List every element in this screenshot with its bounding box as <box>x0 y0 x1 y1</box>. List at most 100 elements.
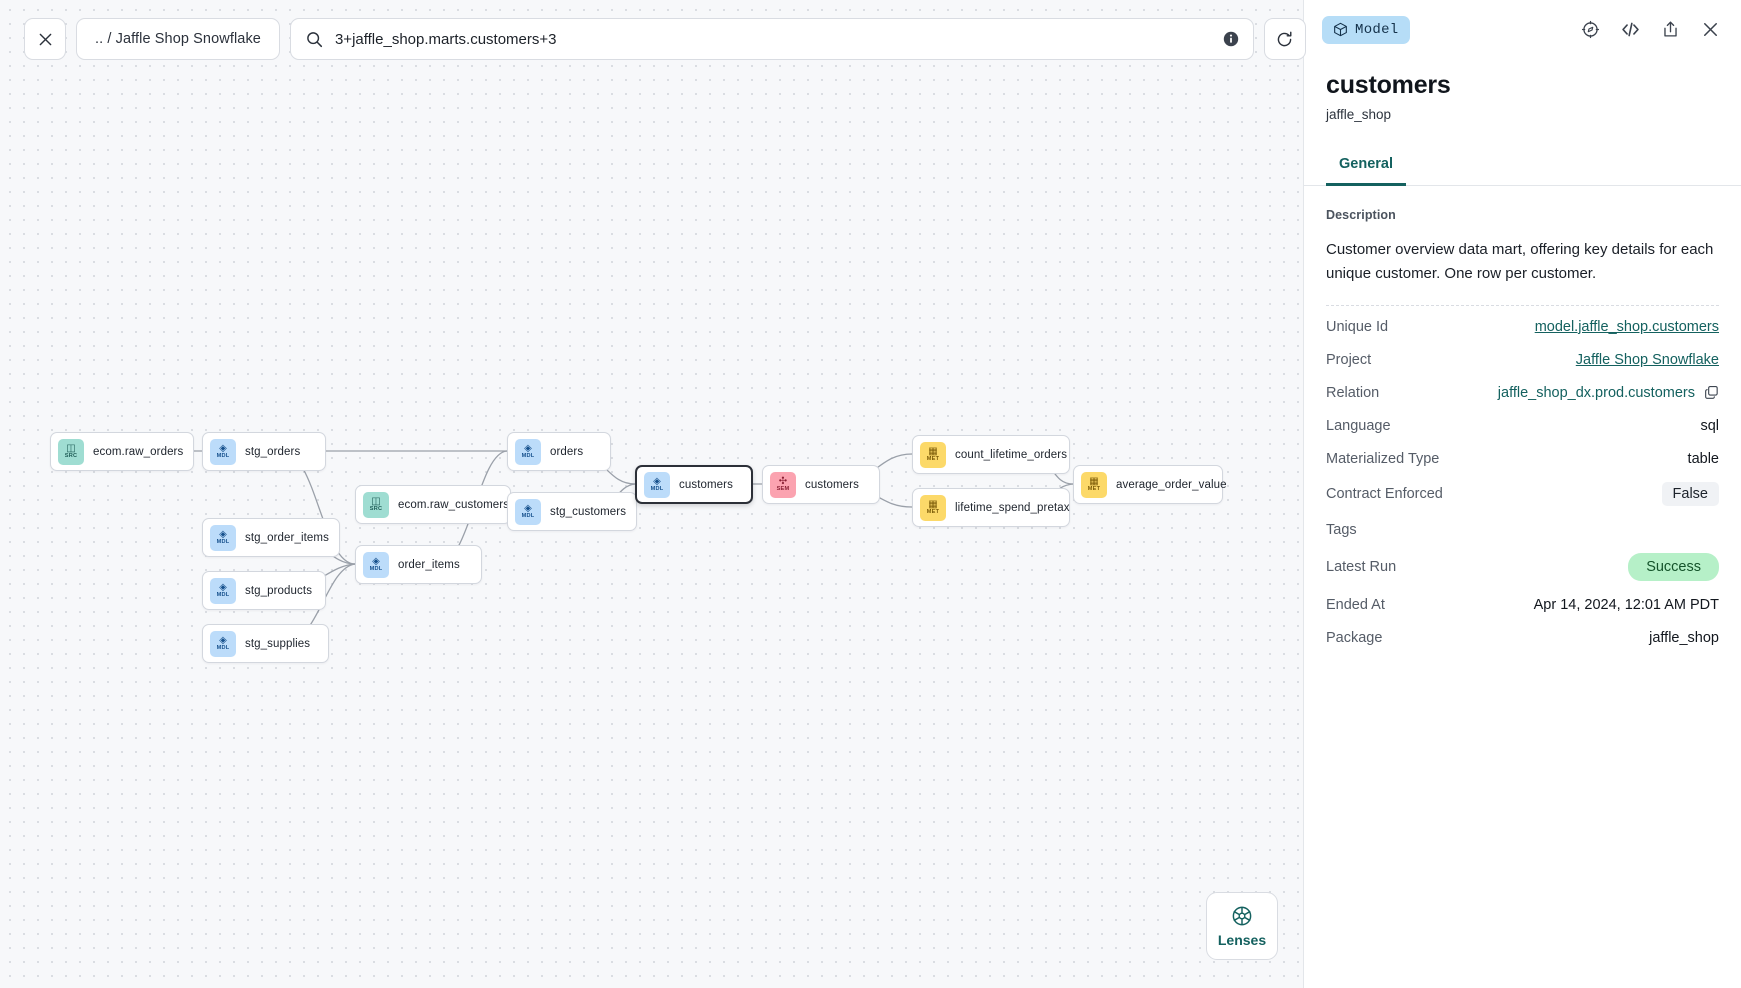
detail-row-value[interactable]: Jaffle Shop Snowflake <box>1575 351 1719 368</box>
node-type-badge-sem-icon: ✣SEM <box>770 471 796 498</box>
close-lineage-button[interactable] <box>24 18 66 60</box>
detail-row: Materialized Type table <box>1326 442 1719 475</box>
lenses-button[interactable]: Lenses <box>1206 892 1278 960</box>
node-type-badge-mdl-icon: ◈MDL <box>363 551 389 578</box>
lineage-node[interactable]: ◈MDL orders <box>507 432 611 471</box>
detail-row-key: Relation <box>1326 384 1380 401</box>
explore-button[interactable] <box>1575 15 1605 45</box>
lineage-node[interactable]: ◫SRC ecom.raw_orders <box>50 432 194 471</box>
detail-row-value: Apr 14, 2024, 12:01 AM PDT <box>1533 596 1719 613</box>
close-icon <box>39 33 51 45</box>
page-title: customers <box>1326 71 1451 99</box>
detail-row: Relation jaffle_shop_dx.prod.customers <box>1326 376 1719 409</box>
close-panel-button[interactable] <box>1695 15 1725 45</box>
detail-row: Tags <box>1326 513 1719 546</box>
node-label: order_items <box>398 558 460 571</box>
detail-row-value-wrap: sql <box>1700 418 1719 434</box>
detail-row: Package jaffle_shop <box>1326 621 1719 654</box>
node-type-label: Model <box>1355 21 1399 38</box>
node-type-badge-mdl-icon: ◈MDL <box>210 438 236 465</box>
node-label: stg_order_items <box>245 531 329 544</box>
aperture-icon <box>1232 906 1252 925</box>
lineage-node[interactable]: ◫SRC ecom.raw_customers <box>355 485 511 524</box>
node-label: ecom.raw_orders <box>93 445 184 458</box>
detail-row-key: Language <box>1326 417 1391 434</box>
panel-toolbar: Model <box>1304 0 1741 59</box>
node-label: count_lifetime_orders <box>955 448 1068 461</box>
node-type-badge-mdl-icon: ◈MDL <box>515 438 541 465</box>
detail-row-value-wrap: model.jaffle_shop.customers <box>1535 319 1719 335</box>
detail-row-value-wrap: Success <box>1628 553 1719 582</box>
canvas-toolbar: .. / Jaffle Shop Snowflake <box>24 18 1306 60</box>
node-label: stg_customers <box>550 505 627 518</box>
detail-row-value: jaffle_shop <box>1649 629 1719 646</box>
node-type-badge-src-icon: ◫SRC <box>363 491 389 518</box>
refresh-icon <box>1278 31 1292 46</box>
detail-row-value: sql <box>1700 417 1719 434</box>
lineage-node[interactable]: ◈MDL stg_orders <box>202 432 326 471</box>
share-button[interactable] <box>1655 15 1685 45</box>
node-label: stg_orders <box>245 445 301 458</box>
page-subtitle: jaffle_shop <box>1326 107 1392 122</box>
node-label: customers <box>805 478 859 491</box>
cube-icon <box>1334 22 1347 37</box>
detail-row-value-wrap: False <box>1661 482 1719 507</box>
detail-row-key: Ended At <box>1326 596 1385 613</box>
breadcrumb-label: .. / Jaffle Shop Snowflake <box>95 31 261 47</box>
refresh-button[interactable] <box>1263 18 1306 60</box>
detail-row-value[interactable]: jaffle_shop_dx.prod.customers <box>1497 384 1695 401</box>
lineage-node[interactable]: ◈MDL order_items <box>355 545 482 584</box>
detail-row-value: table <box>1687 450 1719 467</box>
lineage-node[interactable]: ✣SEM customers <box>762 465 880 504</box>
detail-row-value[interactable]: model.jaffle_shop.customers <box>1534 318 1719 335</box>
tab-general[interactable]: General <box>1326 147 1406 186</box>
node-label: lifetime_spend_pretax <box>955 501 1070 514</box>
detail-row-value-wrap: Apr 14, 2024, 12:01 AM PDT <box>1534 597 1719 613</box>
lineage-search[interactable] <box>289 18 1254 60</box>
detail-row-key: Package <box>1326 629 1383 646</box>
status-badge: Success <box>1628 553 1719 582</box>
detail-row-value-wrap: jaffle_shop <box>1649 630 1719 646</box>
node-label: average_order_value <box>1116 478 1227 491</box>
lenses-label: Lenses <box>1217 931 1267 948</box>
share-icon <box>1663 21 1677 37</box>
detail-row-key: Materialized Type <box>1326 450 1440 467</box>
view-code-button[interactable] <box>1615 15 1645 45</box>
search-icon <box>306 31 323 48</box>
breadcrumb-button[interactable]: .. / Jaffle Shop Snowflake <box>76 18 280 60</box>
node-label: customers <box>679 478 733 491</box>
node-label: ecom.raw_customers <box>398 498 510 511</box>
status-badge: False <box>1661 482 1719 507</box>
detail-row-value-wrap: table <box>1688 451 1719 467</box>
copy-icon[interactable] <box>1704 385 1719 400</box>
panel-header: customers jaffle_shop <box>1304 59 1741 122</box>
detail-row: Language sql <box>1326 409 1719 442</box>
search-input[interactable] <box>334 30 1211 48</box>
lineage-canvas[interactable]: .. / Jaffle Shop Snowflake <box>0 0 1306 988</box>
detail-row-value-wrap: Jaffle Shop Snowflake <box>1576 352 1719 368</box>
compass-icon <box>1581 20 1599 39</box>
node-label: stg_supplies <box>245 637 311 650</box>
node-type-chip[interactable]: Model <box>1322 15 1410 44</box>
lineage-node[interactable]: ▦MET average_order_value <box>1073 465 1226 504</box>
node-type-badge-mdl-icon: ◈MDL <box>210 630 236 657</box>
info-icon[interactable] <box>1223 31 1239 47</box>
detail-row: Ended At Apr 14, 2024, 12:01 AM PDT <box>1326 588 1719 621</box>
lineage-node[interactable]: ◈MDL stg_supplies <box>202 624 329 663</box>
description-label: Description <box>1326 208 1396 222</box>
node-label: orders <box>550 445 584 458</box>
description-text: Customer overview data mart, offering ke… <box>1326 241 1714 282</box>
node-type-badge-src-icon: ◫SRC <box>58 438 84 465</box>
detail-panel: Model <box>1303 0 1741 988</box>
node-type-badge-met-icon: ▦MET <box>1081 471 1107 498</box>
